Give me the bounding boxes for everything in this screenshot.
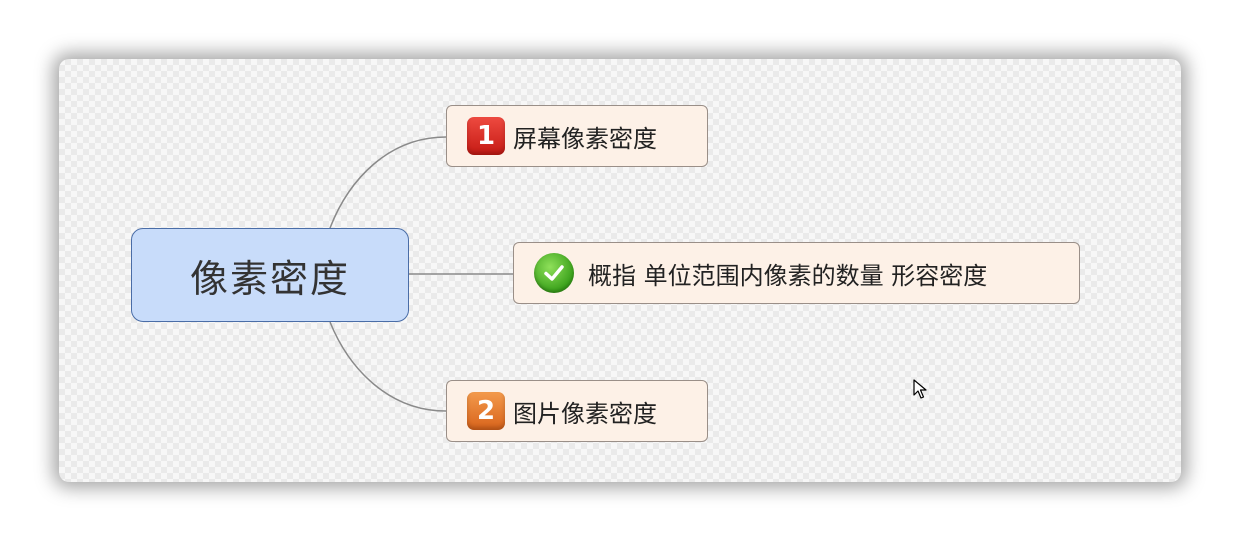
mindmap-canvas[interactable]: 像素密度 1 屏幕像素密度 概指 单位范围内像素的数量 形容密度 2 图片像素密…	[59, 59, 1181, 482]
subtopic-image-pixel-density[interactable]: 2 图片像素密度	[446, 380, 708, 442]
connector-topic-3	[329, 321, 447, 412]
central-topic-label: 像素密度	[189, 256, 350, 301]
check-icon	[534, 253, 574, 293]
subtopic-screen-pixel-density[interactable]: 1 屏幕像素密度	[446, 105, 708, 167]
subtopic-label: 屏幕像素密度	[513, 124, 657, 153]
central-topic[interactable]: 像素密度	[131, 228, 409, 322]
priority-1-icon: 1	[467, 117, 505, 155]
subtopic-definition[interactable]: 概指 单位范围内像素的数量 形容密度	[513, 242, 1080, 304]
priority-2-icon: 2	[467, 392, 505, 430]
subtopic-label: 图片像素密度	[513, 399, 657, 428]
subtopic-label: 概指 单位范围内像素的数量 形容密度	[588, 261, 988, 290]
connector-topic-1	[329, 136, 447, 229]
checkmark-glyph	[544, 265, 564, 281]
connector-lines	[329, 136, 513, 412]
mouse-cursor-icon	[913, 379, 927, 399]
